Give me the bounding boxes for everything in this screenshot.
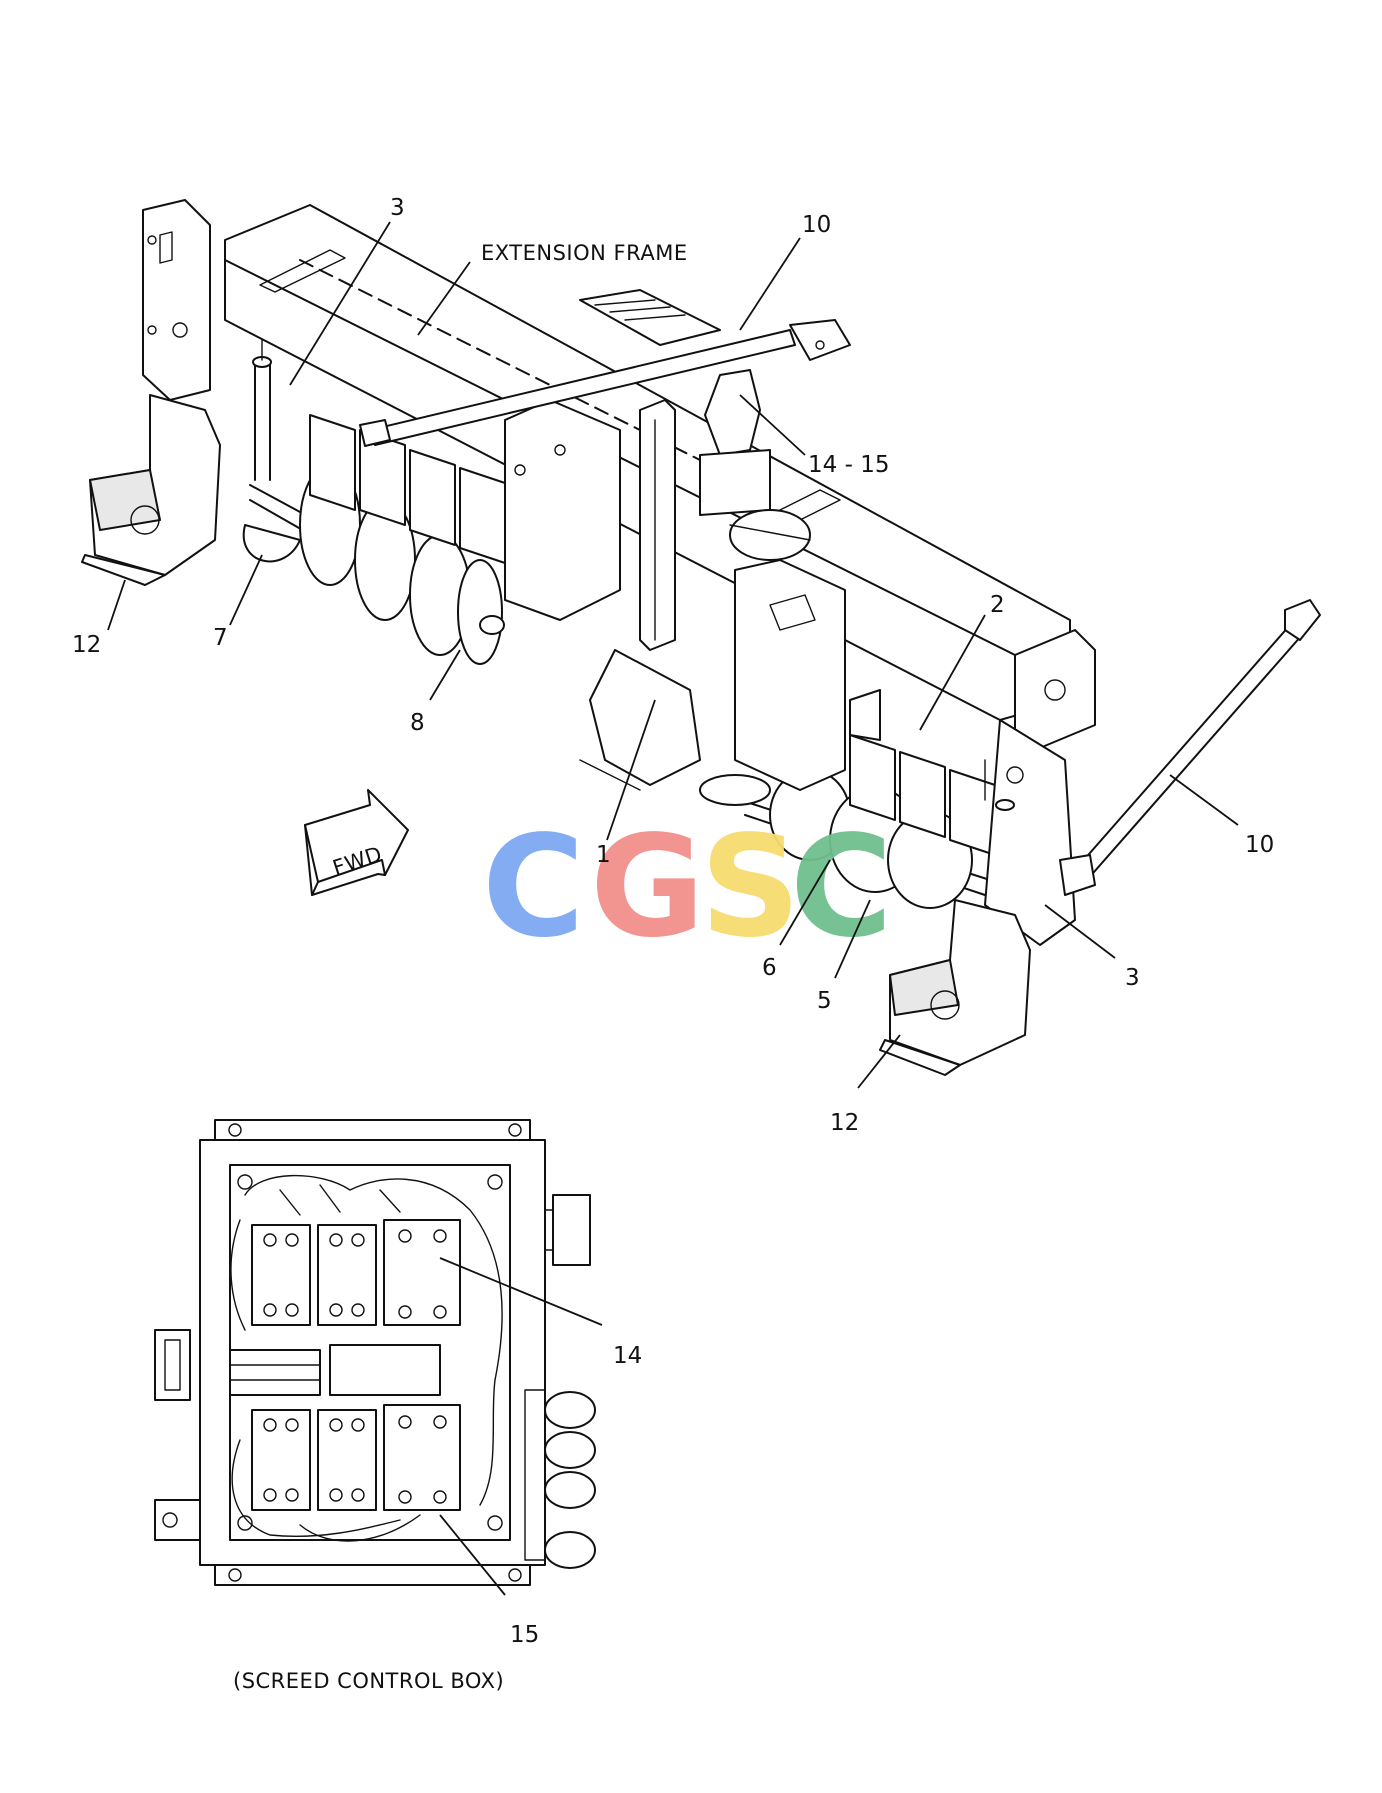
cgsc-watermark: C G S C: [482, 806, 893, 969]
callout-7: 7: [213, 625, 228, 651]
fwd-arrow-icon: FWD: [304, 789, 409, 896]
callout-2: 2: [990, 592, 1005, 618]
callout-10-right: 10: [1245, 832, 1274, 858]
callout-14-15: 14 - 15: [808, 452, 889, 478]
watermark-letter: S: [700, 806, 801, 969]
screed-control-box-label: (SCREED CONTROL BOX): [233, 1669, 504, 1693]
leader-lines: [107, 221, 1239, 1596]
callout-1: 1: [596, 842, 611, 868]
callout-3-top: 3: [390, 195, 405, 221]
callout-12-left: 12: [72, 632, 101, 658]
callout-5: 5: [817, 988, 832, 1014]
callout-labels: EXTENSION FRAME 3 10 14 - 15 12 7 8 2 10…: [72, 195, 1274, 1693]
callout-15: 15: [510, 1622, 539, 1648]
extension-frame-assembly: [81, 199, 1321, 1076]
callout-8: 8: [410, 710, 425, 736]
relay-row-lower: [251, 1404, 461, 1511]
callout-10-top: 10: [802, 212, 831, 238]
screed-control-box: [154, 1119, 596, 1586]
relay-row-upper: [251, 1219, 461, 1326]
watermark-letter: C: [790, 806, 893, 969]
callout-12-bottom: 12: [830, 1110, 859, 1136]
callout-6: 6: [762, 955, 777, 981]
watermark-letter: G: [590, 806, 705, 969]
watermark-letter: C: [482, 806, 585, 969]
extension-frame-label: EXTENSION FRAME: [481, 241, 688, 265]
callout-3-right: 3: [1125, 965, 1140, 991]
callout-14: 14: [613, 1343, 642, 1369]
